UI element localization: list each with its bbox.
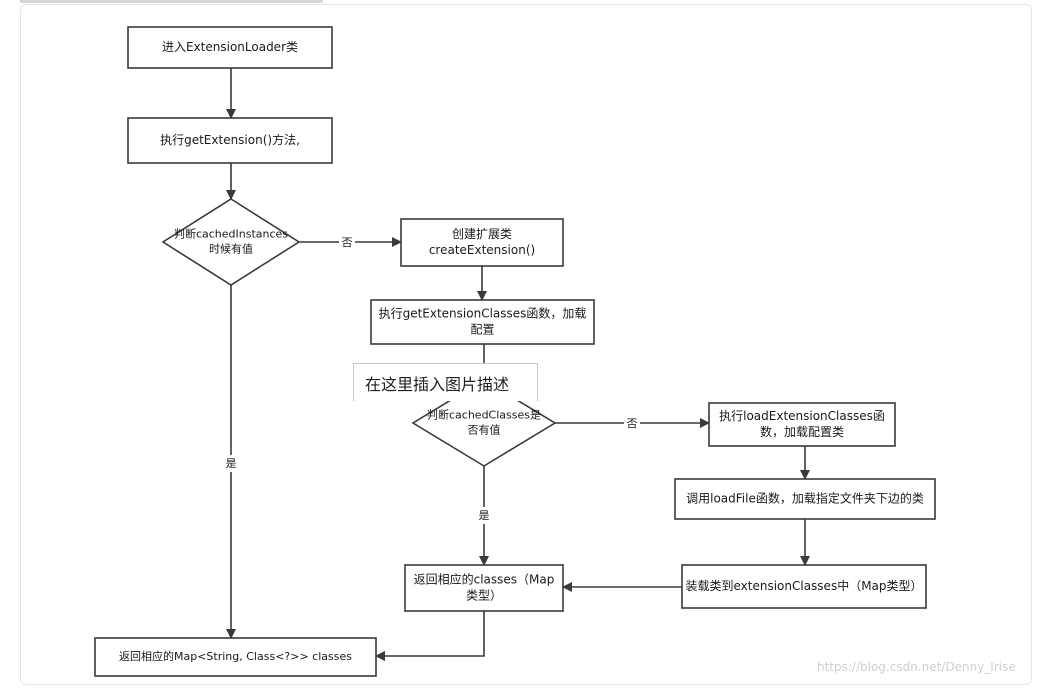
node-label: 否有值 (468, 423, 501, 437)
node-label: createExtension() (429, 243, 535, 257)
edge-label-bg (476, 507, 492, 524)
edge-label-yes: 是 (226, 457, 237, 470)
process-box (94, 637, 377, 677)
edge-label-bg (339, 234, 355, 251)
process-node: 调用loadFile函数，加载指定文件夹下边的类 (674, 478, 936, 520)
node-label: 执行getExtension()方法, (160, 132, 300, 147)
process-box (674, 478, 936, 520)
process-node: 执行getExtensionClasses函数，加载配置 (370, 299, 595, 345)
node-label: 返回相应的Map<String, Class<?>> classes (119, 649, 352, 663)
edge-label-bg (624, 415, 640, 432)
process-node: 创建扩展类 createExtension() (400, 218, 564, 267)
edge-label-yes: 是 (479, 509, 490, 522)
decision-diamond (161, 198, 301, 286)
process-node: 返回相应的Map<String, Class<?>> classes (94, 637, 377, 677)
watermark: https://blog.csdn.net/Denny_Irise (817, 660, 1016, 674)
process-node: 装载类到extensionClasses中（Map类型） (681, 564, 927, 609)
node-label: 判断cachedInstances (174, 227, 288, 241)
edge-label-no: 否 (627, 417, 638, 430)
node-label: 执行loadExtensionClasses函 (719, 409, 885, 423)
process-box (681, 564, 927, 609)
top-tab-strip (20, 0, 323, 3)
node-label: 判断cachedClasses是 (427, 408, 541, 422)
node-label: 装载类到extensionClasses中（Map类型） (685, 578, 922, 593)
process-node: 返回相应的classes（Map 类型） (404, 564, 564, 612)
edge-label-no: 否 (342, 236, 353, 249)
node-label: 配置 (470, 323, 494, 337)
image-caption-input[interactable]: 在这里插入图片描述 (353, 363, 538, 401)
process-node: 执行getExtension()方法, (127, 117, 333, 164)
process-node: 进入ExtensionLoader类 (127, 26, 333, 69)
node-label: 返回相应的classes（Map (414, 572, 555, 587)
process-box (404, 564, 564, 612)
node-label: 创建扩展类 (452, 227, 512, 241)
flow-arrow (375, 611, 485, 661)
process-box (370, 299, 595, 345)
process-box (127, 117, 333, 164)
process-box (127, 26, 333, 69)
node-label: 执行getExtensionClasses函数，加载 (379, 306, 587, 321)
node-label: 进入ExtensionLoader类 (162, 40, 298, 54)
process-box (400, 218, 564, 267)
node-label: 数，加载配置类 (760, 424, 844, 439)
node-label: 类型） (466, 589, 502, 603)
node-label: 调用loadFile函数，加载指定文件夹下边的类 (686, 491, 924, 506)
process-box (708, 402, 896, 447)
node-label: 时候有值 (209, 242, 253, 256)
edge-label-bg (223, 455, 239, 472)
decision-diamond (411, 379, 557, 467)
